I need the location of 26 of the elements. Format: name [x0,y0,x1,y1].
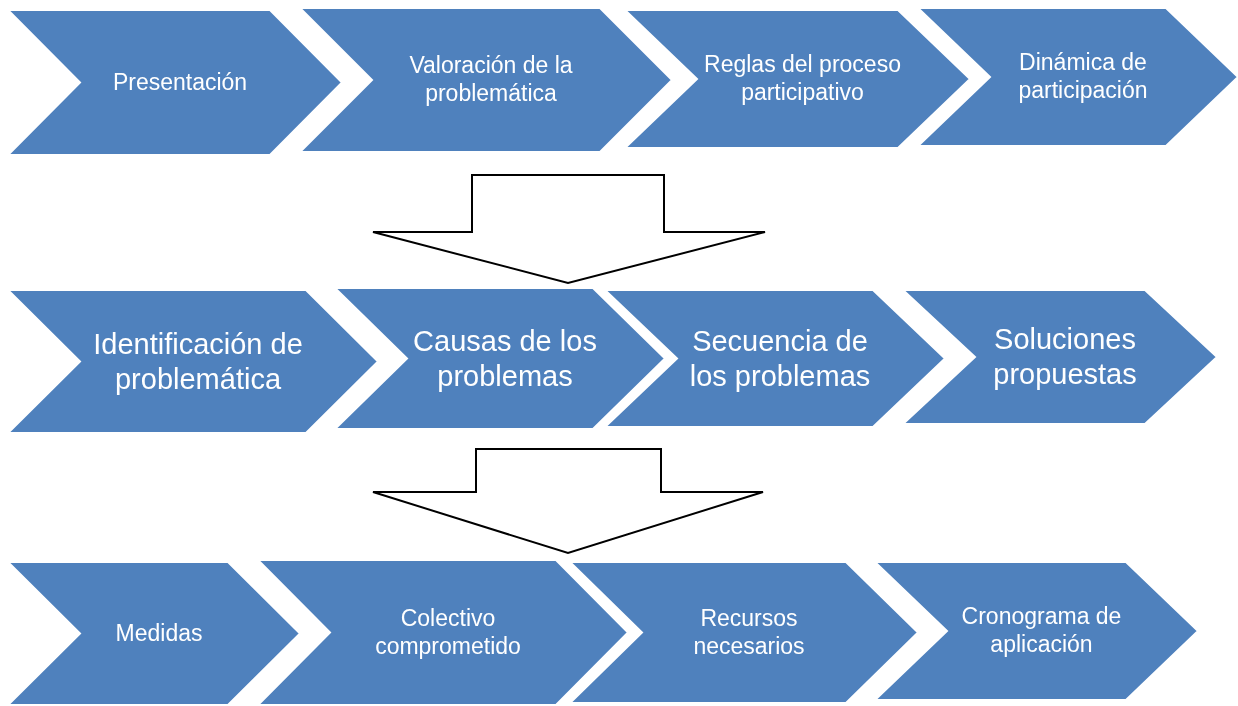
chevron-step [8,290,378,433]
chevron-step [875,562,1198,700]
chevron-step [570,562,918,703]
block-arrow [372,448,764,555]
chevron-step [918,8,1238,146]
step-label: Presentación [112,68,248,97]
step-label: Secuencia de los problemas [688,323,872,394]
step-label: Medidas [115,619,203,648]
step-label: Soluciones propuestas [992,322,1138,392]
step-label: Causas de los problemas [412,323,598,394]
block-arrow [372,174,766,285]
step-label: Recursos necesarios [692,604,806,661]
chevron-step [605,290,945,427]
step-label: Reglas del proceso participativo [703,51,902,107]
chevron-step [258,560,628,705]
chevron-step [8,562,300,705]
chevron-step [300,8,672,152]
step-label: Dinámica de participación [1017,49,1149,105]
chevron-step [335,288,665,429]
step-label: Identificación de problemática [92,326,304,397]
step-label: Colectivo comprometido [374,604,522,661]
chevron-step [903,290,1217,424]
step-label: Valoración de la problemática [408,52,574,108]
chevron-step [625,10,970,148]
step-label: Cronograma de aplicación [960,603,1123,659]
chevron-step [8,10,342,155]
